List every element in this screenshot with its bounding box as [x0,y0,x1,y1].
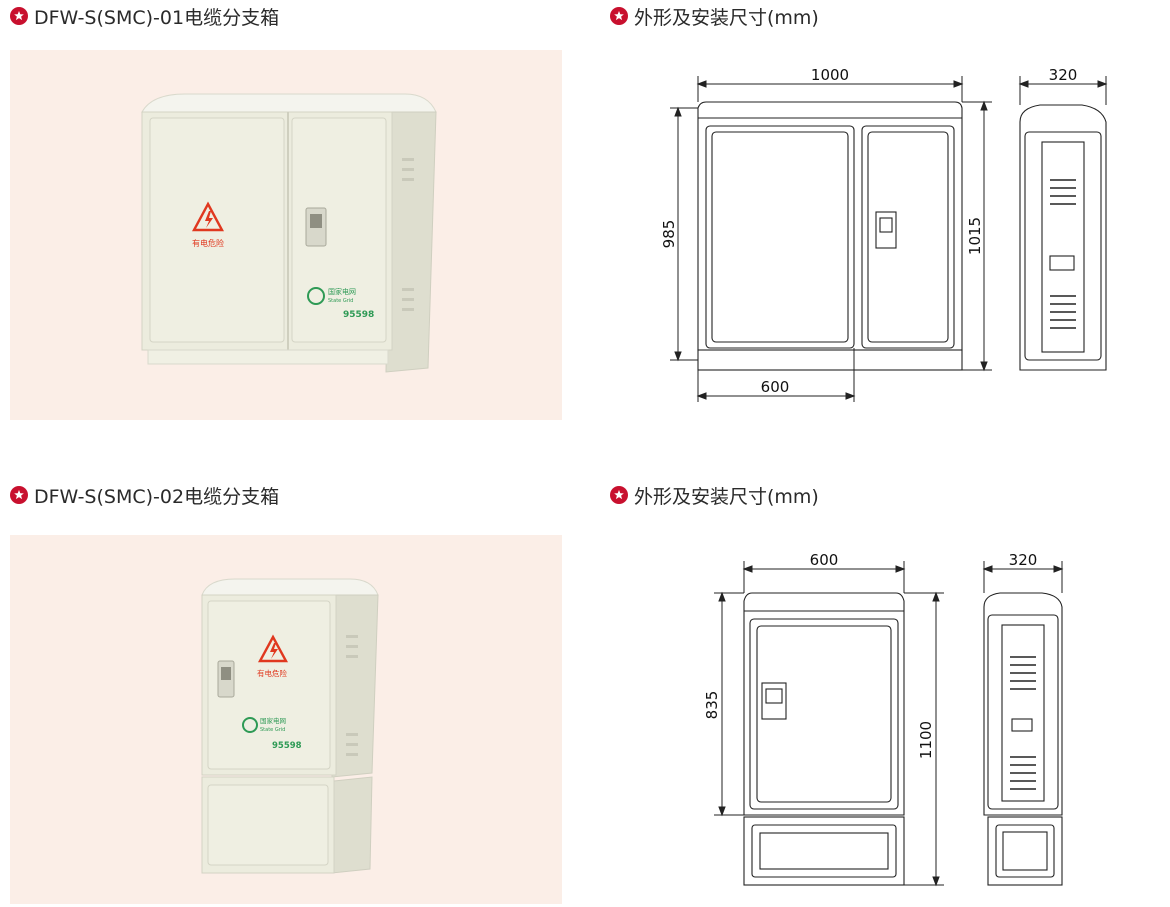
hotline-text: 95598 [343,310,374,320]
star-icon [610,486,628,504]
dim-door: 600 [761,378,790,396]
logo-text-en: State Grid [260,727,285,733]
front-view [697,101,963,371]
logo-text-en: State Grid [328,298,353,304]
drawing-heading-1: 外形及安装尺寸(mm) [610,0,819,32]
dim-height: 985 [660,220,678,249]
star-icon [610,7,628,25]
front-view [743,592,905,886]
drawing-title: 外形及安装尺寸(mm) [634,6,819,29]
hotline-text: 95598 [272,741,302,751]
product-photo-2: 有电危险 国家电网 State Grid 95598 [10,535,562,904]
dim-height: 835 [703,691,721,720]
side-view [983,592,1063,886]
logo-text-cn: 国家电网 [328,287,356,296]
product-title: DFW-S(SMC)-01电缆分支箱 [34,6,280,29]
warning-text: 有电危险 [257,668,287,678]
logo-text-cn: 国家电网 [260,716,286,725]
dimension-drawing-1: 1000 320 985 1015 600 [610,50,1162,420]
star-icon [10,486,28,504]
dim-depth: 320 [1049,66,1078,84]
dim-depth: 320 [1009,551,1038,569]
drawing-title: 外形及安装尺寸(mm) [634,485,819,508]
dim-width: 1000 [811,66,849,84]
dim-total-height: 1015 [966,217,984,255]
product-heading-1: DFW-S(SMC)-01电缆分支箱 [10,0,279,32]
side-view [1019,104,1107,371]
dim-width: 600 [810,551,839,569]
product-heading-2: DFW-S(SMC)-02电缆分支箱 [10,479,279,511]
dim-total-height: 1100 [917,721,935,759]
product-photo-1: 有电危险 国家电网 State Grid 95598 [10,50,562,420]
warning-text: 有电危险 [192,238,224,248]
drawing-heading-2: 外形及安装尺寸(mm) [610,479,819,511]
star-icon [10,7,28,25]
dimension-drawing-2: 600 320 835 1100 [610,535,1162,904]
product-title: DFW-S(SMC)-02电缆分支箱 [34,485,280,508]
